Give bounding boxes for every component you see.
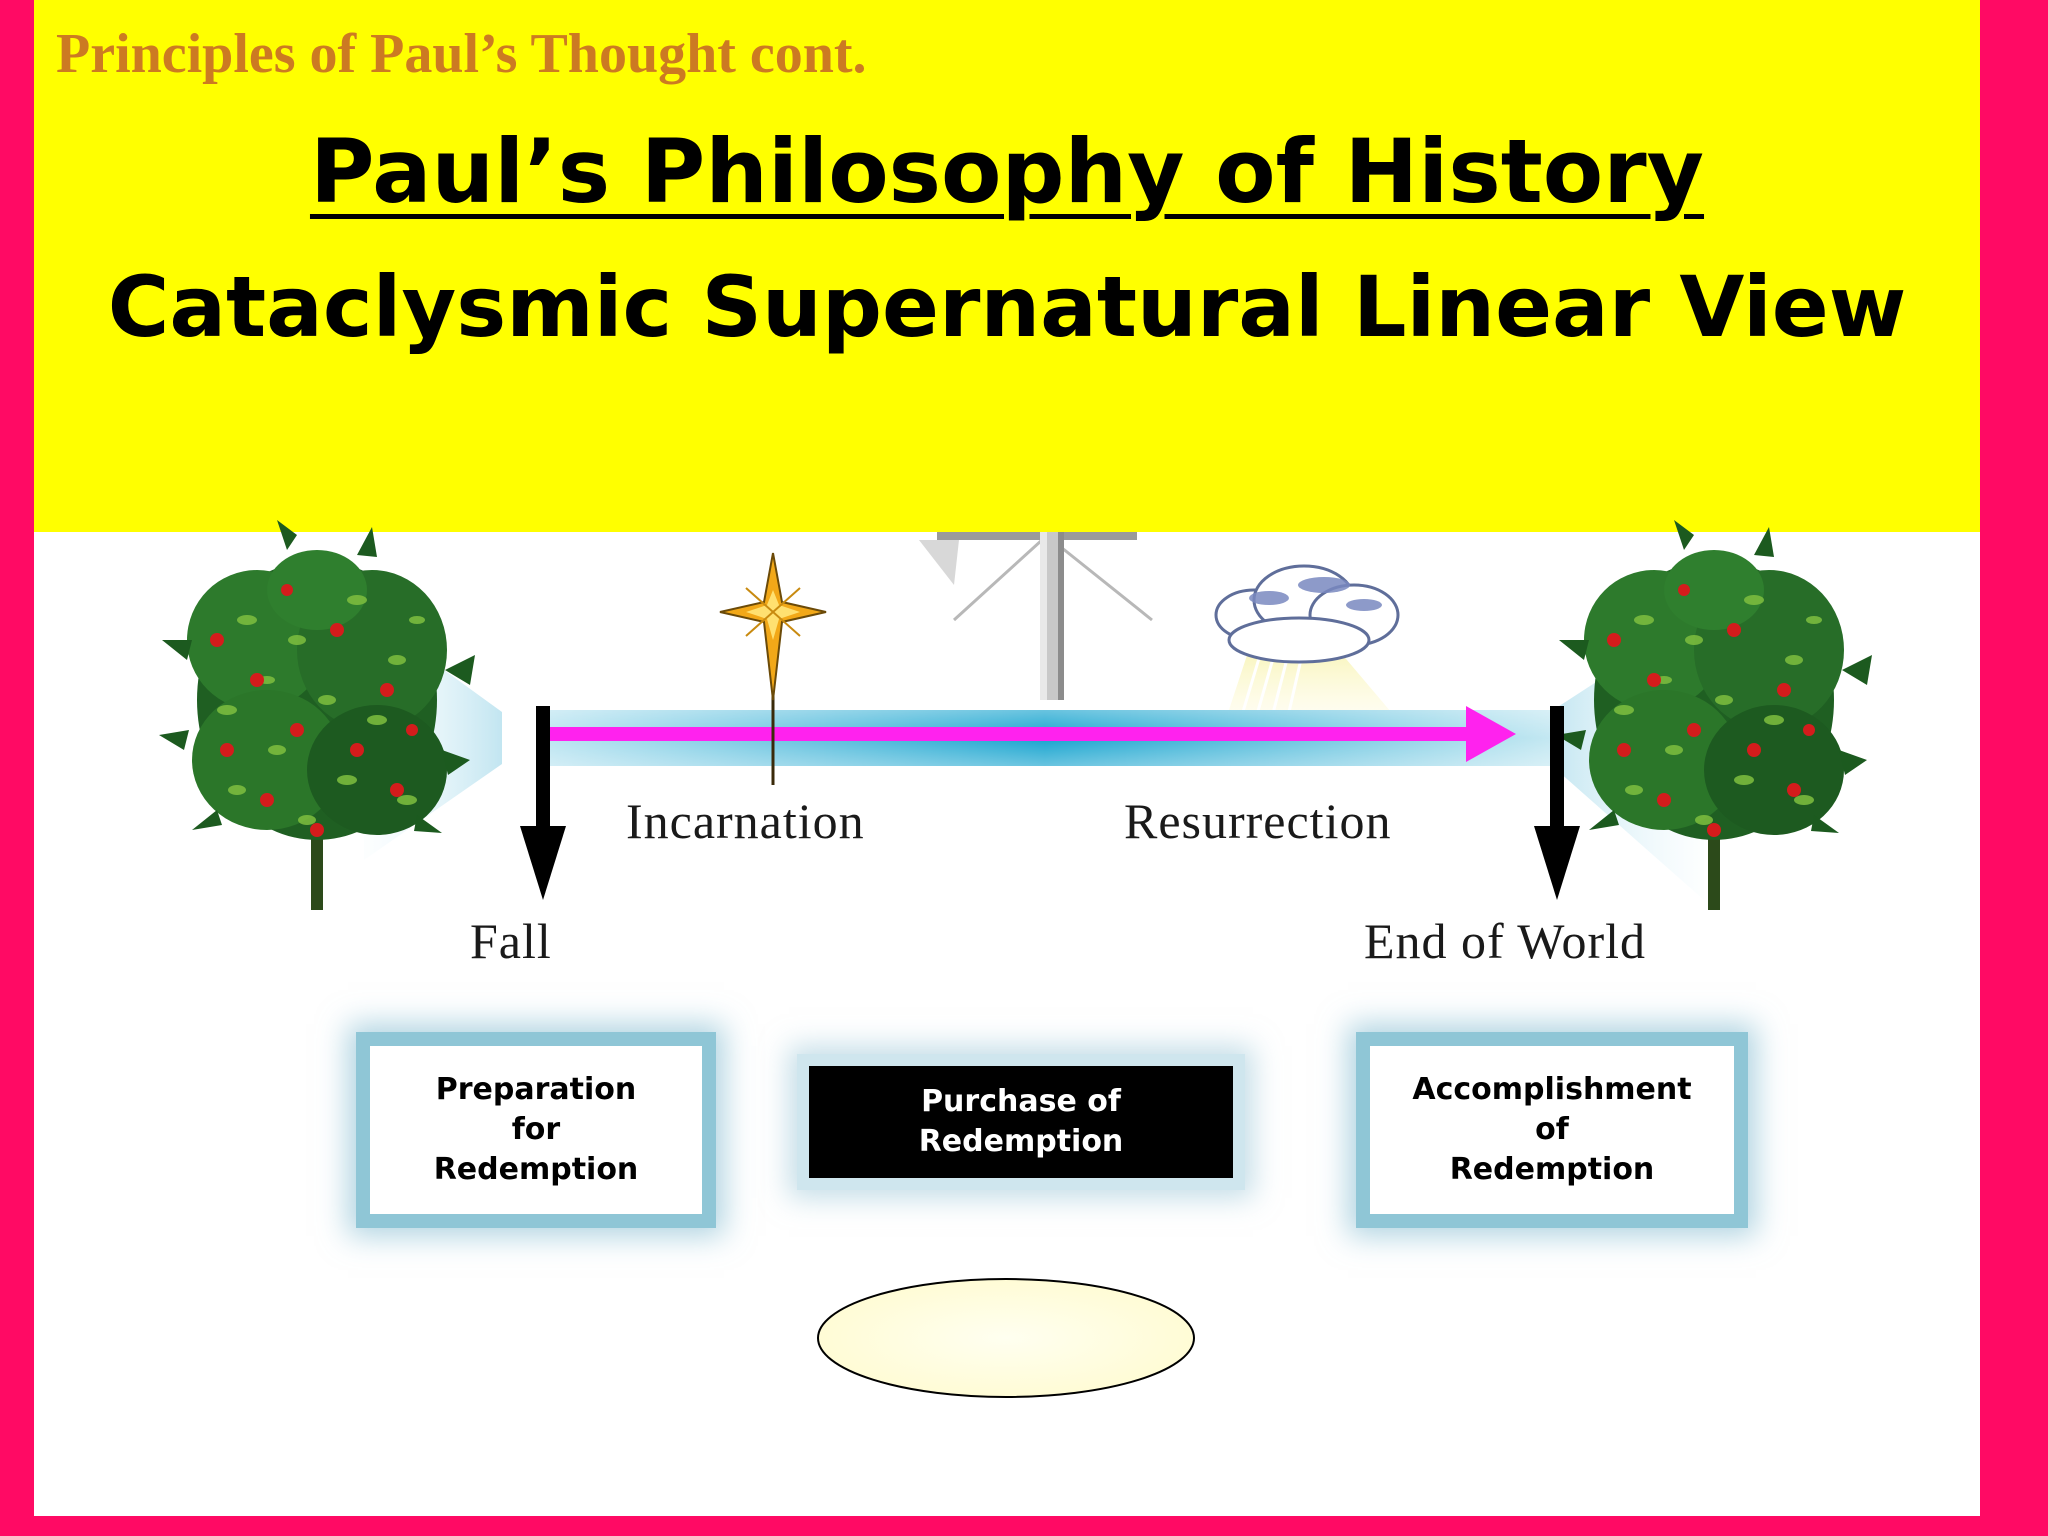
page-title: Paul’s Philosophy of History — [34, 120, 1980, 223]
fall-marker-arrow — [520, 706, 566, 900]
subtitle: Cataclysmic Supernatural Linear View — [107, 258, 1907, 356]
accomplishment-text: Accomplishment of Redemption — [1412, 1072, 1692, 1187]
accomplishment-box: Accomplishment of Redemption — [1370, 1046, 1734, 1214]
preparation-box: Preparation for Redemption — [370, 1046, 702, 1214]
cloud-icon — [1214, 564, 1402, 726]
resurrection-label: Resurrection — [1124, 793, 1392, 849]
header-band — [34, 0, 1980, 532]
timeline-arrow — [544, 706, 1516, 762]
tree-right-icon — [1556, 520, 1872, 910]
purchase-box: Purchase of Redemption — [809, 1066, 1233, 1178]
end-of-world-label: End of World — [1364, 913, 1647, 969]
timeline-diagram — [159, 520, 1872, 1398]
purchase-text: Purchase of Redemption — [918, 1084, 1124, 1159]
title-text: Paul’s Philosophy of History — [309, 120, 1705, 223]
section-title: Principles of Paul’s Thought cont. — [56, 23, 867, 85]
empty-oval — [817, 1278, 1195, 1398]
slide: Principles of Paul’s Thought cont. Paul’… — [34, 0, 1980, 1516]
end-of-world-marker-arrow — [1534, 706, 1580, 900]
cross-icon — [919, 532, 1153, 700]
fall-label: Fall — [470, 913, 552, 969]
star-icon — [719, 552, 827, 785]
tree-left-icon — [159, 520, 475, 910]
incarnation-label: Incarnation — [626, 793, 865, 849]
preparation-text: Preparation for Redemption — [433, 1072, 639, 1187]
